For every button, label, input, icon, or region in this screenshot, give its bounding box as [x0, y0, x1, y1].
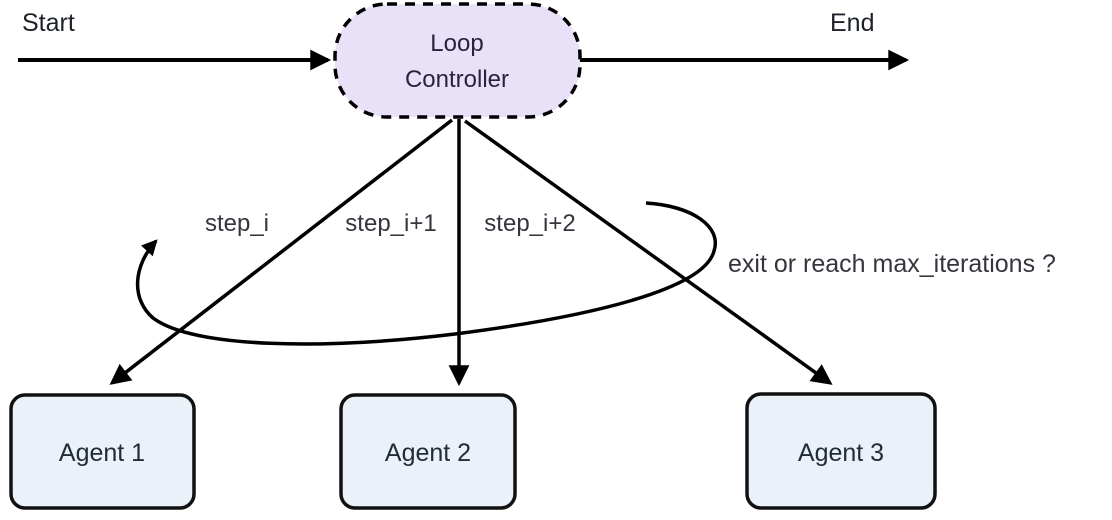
controller-to-agent1-arrow	[109, 118, 454, 385]
agent1-box	[9, 393, 196, 510]
controller-to-agent3-arrow	[463, 119, 833, 385]
agent2-label: Agent 2	[385, 439, 471, 467]
agent3-node: Agent 3	[745, 392, 937, 510]
agent3-box	[745, 392, 937, 510]
agent2-box	[339, 393, 517, 510]
loop-condition-label: exit or reach max_iterations ?	[728, 250, 1056, 278]
edge-label-step-i: step_i	[205, 210, 269, 237]
loop-controller-label-line1: Loop	[430, 30, 483, 57]
agent2-node: Agent 2	[339, 393, 517, 510]
agent3-label: Agent 3	[798, 439, 884, 467]
loop-controller-label-line2: Controller	[405, 66, 509, 93]
start-label: Start	[22, 9, 75, 37]
edge-label-step-i2: step_i+2	[484, 210, 575, 237]
loop-controller-node	[333, 2, 582, 119]
end-label: End	[830, 9, 874, 37]
agent1-node: Agent 1	[9, 393, 196, 510]
edge-label-step-i1: step_i+1	[345, 210, 436, 237]
agent1-label: Agent 1	[59, 439, 145, 467]
loop-back-arrow	[135, 201, 718, 346]
